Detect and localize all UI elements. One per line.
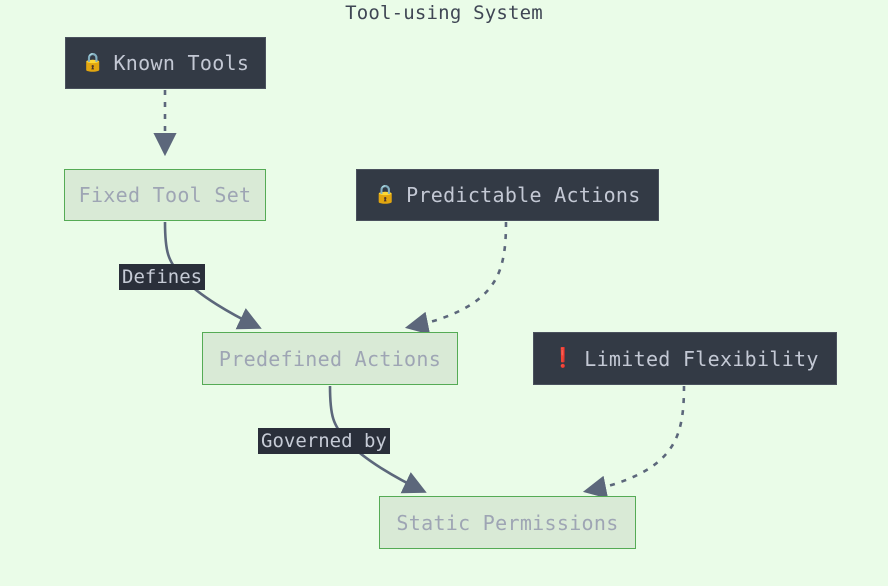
edge-limited-flexibility-to-static-permissions [582,385,686,499]
edge-label-defines: Defines [119,264,206,290]
node-label-fixed-tool-set: Fixed Tool Set [78,183,252,207]
node-known-tools[interactable]: 🔒 Known Tools [65,37,266,89]
lock-icon: 🔒 [374,184,398,205]
node-label-predictable-actions: Predictable Actions [406,183,641,207]
diagram-title: Tool-using System [345,2,543,24]
node-limited-flexibility[interactable]: ❗ Limited Flexibility [533,332,837,385]
edge-predictable-actions-to-predefined-actions [404,221,508,335]
node-label-static-permissions: Static Permissions [396,510,619,535]
lock-icon: 🔒 [81,52,105,73]
node-predefined-actions[interactable]: Predefined Actions [202,332,458,385]
node-predictable-actions[interactable]: 🔒 Predictable Actions [356,169,659,221]
node-label-known-tools: Known Tools [113,51,250,75]
node-static-permissions[interactable]: Static Permissions [379,496,636,549]
node-fixed-tool-set[interactable]: Fixed Tool Set [64,169,266,221]
node-label-predefined-actions: Predefined Actions [218,346,442,371]
warning-icon: ❗ [551,347,576,369]
edge-label-governed-by: Governed by [258,428,390,454]
node-label-limited-flexibility: Limited Flexibility [584,346,819,371]
